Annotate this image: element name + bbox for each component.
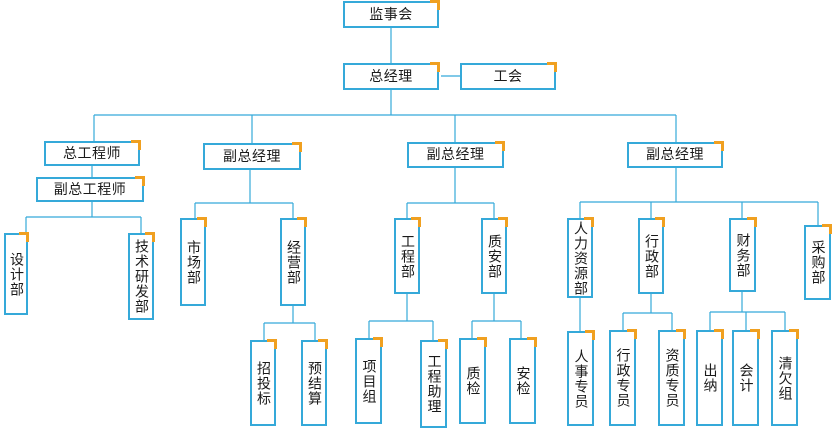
node-label: 项目组 — [360, 358, 377, 404]
node-label: 工程部 — [399, 233, 415, 279]
node-deputy-gm-3: 副总经理 — [627, 141, 724, 168]
node-label: 预结算 — [306, 360, 322, 406]
node-label: 资质专员 — [663, 348, 680, 408]
node-deputy-chief-engineer: 副总工程师 — [36, 176, 145, 202]
node-label: 人力资源部 — [572, 220, 588, 296]
node-label: 行政部 — [643, 233, 659, 279]
node-label: 副总经理 — [223, 148, 281, 165]
node-general-manager: 总经理 — [343, 62, 440, 90]
node-project-team: 项目组 — [355, 337, 383, 424]
node-label: 技术研发部 — [133, 239, 149, 314]
node-operations-dept: 经营部 — [280, 217, 307, 306]
node-chief-engineer: 总工程师 — [44, 140, 141, 166]
node-admin-specialist: 行政专员 — [609, 329, 637, 426]
node-label: 质检 — [464, 366, 481, 396]
node-label: 行政专员 — [614, 348, 631, 408]
node-accounting: 会计 — [732, 329, 760, 426]
node-arrears-team: 清欠组 — [771, 329, 799, 426]
node-deputy-gm-2: 副总经理 — [407, 141, 505, 168]
node-tech-rd-dept: 技术研发部 — [128, 232, 155, 320]
node-label: 会计 — [737, 363, 754, 393]
node-label: 财务部 — [734, 232, 751, 278]
node-admin-dept: 行政部 — [638, 217, 665, 294]
node-label: 人事专员 — [572, 348, 589, 409]
node-engineering-assistant: 工程助理 — [420, 339, 448, 428]
node-label: 质安部 — [486, 233, 502, 279]
node-label: 清欠组 — [776, 355, 793, 401]
node-design-dept: 设计部 — [4, 232, 29, 315]
node-label: 安检 — [514, 366, 531, 396]
node-label: 总工程师 — [63, 145, 121, 162]
node-label: 副总经理 — [426, 147, 485, 163]
node-deputy-gm-1: 副总经理 — [203, 142, 302, 170]
node-label: 工会 — [493, 68, 523, 85]
node-hr-specialist: 人事专员 — [567, 330, 595, 426]
node-label: 市场部 — [185, 239, 201, 285]
node-cashier: 出纳 — [696, 329, 724, 426]
node-qualification-specialist: 资质专员 — [658, 329, 686, 426]
node-hr-dept: 人力资源部 — [567, 217, 594, 298]
node-labor-union: 工会 — [460, 62, 557, 90]
node-budget-settlement: 预结算 — [301, 339, 328, 426]
node-bidding: 招投标 — [250, 339, 277, 426]
node-engineering-dept: 工程部 — [394, 217, 421, 294]
node-supervisory-board: 监事会 — [343, 0, 440, 28]
node-label: 工程助理 — [425, 354, 442, 414]
node-label: 副总工程师 — [53, 181, 127, 198]
node-label: 设计部 — [8, 251, 24, 297]
node-quality-safety-dept: 质安部 — [481, 217, 508, 294]
node-label: 采购部 — [809, 240, 826, 285]
node-label: 经营部 — [285, 239, 301, 285]
node-label: 副总经理 — [646, 147, 704, 163]
node-label: 总经理 — [369, 68, 413, 85]
node-safety-inspection: 安检 — [509, 337, 537, 424]
node-label: 招投标 — [255, 360, 271, 406]
node-finance-dept: 财务部 — [729, 217, 757, 292]
node-procurement-dept: 采购部 — [804, 224, 832, 300]
node-quality-inspection: 质检 — [459, 337, 487, 424]
node-market-dept: 市场部 — [180, 217, 207, 306]
node-label: 监事会 — [369, 6, 413, 23]
node-label: 出纳 — [701, 363, 718, 393]
